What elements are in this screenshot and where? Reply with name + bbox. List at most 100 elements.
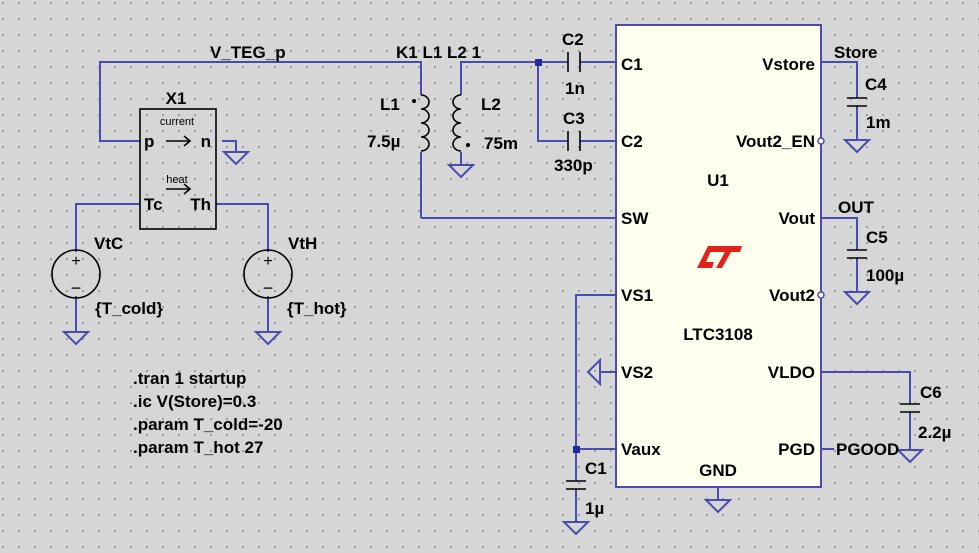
vtc-name: VtC xyxy=(94,234,123,253)
vtc-value: {T_cold} xyxy=(95,299,163,318)
ground-icon xyxy=(842,139,872,154)
capacitor-c4[interactable]: C4 1m xyxy=(847,75,891,132)
c5-name: C5 xyxy=(866,228,888,247)
plus-icon: + xyxy=(71,253,80,270)
polarity-dot xyxy=(412,99,416,103)
ground-icon xyxy=(895,449,925,464)
ground-icon xyxy=(586,357,601,387)
net-label-pgood: PGOOD xyxy=(836,440,899,459)
wire-vldo xyxy=(821,371,911,404)
wire-th xyxy=(216,203,269,252)
vth-value: {T_hot} xyxy=(287,299,347,318)
wire-vteg xyxy=(99,61,422,142)
ic-pin-c1: C1 xyxy=(621,55,643,74)
coupling-directive: K1 L1 L2 1 xyxy=(396,43,481,62)
teg-pin-tc: Tc xyxy=(144,195,163,214)
directive-line: .tran 1 startup xyxy=(133,369,246,388)
source-vtc[interactable]: + − VtC {T_cold} xyxy=(51,234,163,318)
ic-pin-vout2: Vout2 xyxy=(769,286,815,305)
capacitor-c1[interactable]: C1 1µ xyxy=(566,459,607,518)
wire-vs1-vaux xyxy=(575,294,616,450)
ground-icon xyxy=(221,151,251,166)
ic-pin-gnd: GND xyxy=(699,461,737,480)
net-label-out: OUT xyxy=(838,198,875,217)
lt-logo-icon xyxy=(697,246,742,268)
c1-value: 1µ xyxy=(585,499,604,518)
polarity-dot xyxy=(466,143,470,147)
teg-x1[interactable]: X1 current p n heat Tc Th xyxy=(139,89,217,230)
spice-directives[interactable]: .tran 1 startup .ic V(Store)=0.3 .param … xyxy=(133,369,283,457)
ic-pin-vaux: Vaux xyxy=(621,440,661,459)
wire-tc xyxy=(75,203,140,252)
wire-vout xyxy=(821,217,858,250)
c1-name: C1 xyxy=(585,459,607,478)
ic-body[interactable] xyxy=(615,24,822,488)
teg-body[interactable] xyxy=(139,108,217,230)
inductor-l1[interactable]: L1 7.5µ xyxy=(367,94,430,152)
ic-pin-sw: SW xyxy=(621,209,649,228)
teg-pin-n: n xyxy=(201,132,211,151)
wires xyxy=(75,59,911,522)
c6-value: 2.2µ xyxy=(918,423,951,442)
ground-icon xyxy=(61,331,91,346)
c3-value: 330p xyxy=(554,156,593,175)
l2-name: L2 xyxy=(481,95,501,114)
c5-value: 100µ xyxy=(866,266,904,285)
minus-icon: − xyxy=(263,278,274,298)
vout2-pin-marker xyxy=(817,291,825,299)
plus-icon: + xyxy=(263,253,272,270)
ic-pin-vstore: Vstore xyxy=(762,55,815,74)
source-vth[interactable]: + − VtH {T_hot} xyxy=(243,234,347,318)
junction-dot xyxy=(573,446,580,453)
directive-line: .param T_cold=-20 xyxy=(133,415,283,434)
arrow-right-icon xyxy=(166,183,192,195)
ground-icon xyxy=(253,331,283,346)
net-label-vteg: V_TEG_p xyxy=(210,43,286,62)
ground-symbols xyxy=(61,139,925,536)
capacitor-c2[interactable]: C2 1n xyxy=(562,30,585,98)
teg-pin-th: Th xyxy=(190,195,211,214)
c2-value: 1n xyxy=(565,79,585,98)
voltage-source-icon xyxy=(51,249,101,299)
ground-icon xyxy=(561,521,591,536)
c3-name: C3 xyxy=(563,109,585,128)
minus-icon: − xyxy=(71,278,82,298)
ground-icon xyxy=(446,164,476,179)
inductor-icon xyxy=(420,94,430,152)
capacitor-c5[interactable]: C5 100µ xyxy=(847,228,904,285)
directive-line: .param T_hot 27 xyxy=(133,438,263,457)
teg-pin-p: p xyxy=(144,132,154,151)
vth-name: VtH xyxy=(288,234,317,253)
capacitor-c6[interactable]: C6 2.2µ xyxy=(900,383,951,442)
teg-current-label: current xyxy=(160,116,194,128)
teg-heat-label: heat xyxy=(166,174,187,186)
ic-pin-vout2-en: Vout2_EN xyxy=(736,132,815,151)
c4-name: C4 xyxy=(865,75,887,94)
wire-c3-left xyxy=(537,62,568,142)
teg-name: X1 xyxy=(166,89,187,108)
arrow-right-icon xyxy=(166,135,192,147)
ic-ref: U1 xyxy=(707,171,729,190)
junction-dot xyxy=(535,59,542,66)
net-label-store: Store xyxy=(834,43,877,62)
ground-icon xyxy=(842,291,872,306)
ic-pin-pgd: PGD xyxy=(778,440,815,459)
capacitor-c3[interactable]: C3 330p xyxy=(554,109,593,175)
wire-vstore xyxy=(821,61,858,98)
ic-pin-c2: C2 xyxy=(621,132,643,151)
directive-line: .ic V(Store)=0.3 xyxy=(133,392,256,411)
wire-n-gnd xyxy=(222,140,237,152)
voltage-source-icon xyxy=(243,249,293,299)
l1-value: 7.5µ xyxy=(367,132,400,151)
ic-pin-vout: Vout xyxy=(778,209,815,228)
ic-u1[interactable]: C1 C2 SW VS1 VS2 Vaux Vstore Vout2_EN Vo… xyxy=(615,24,825,488)
ic-pin-vldo: VLDO xyxy=(768,363,815,382)
c6-name: C6 xyxy=(920,383,942,402)
c4-value: 1m xyxy=(866,113,891,132)
inductor-l2[interactable]: L2 75m xyxy=(452,94,518,153)
ic-part: LTC3108 xyxy=(683,325,753,344)
ground-icon xyxy=(703,499,733,514)
